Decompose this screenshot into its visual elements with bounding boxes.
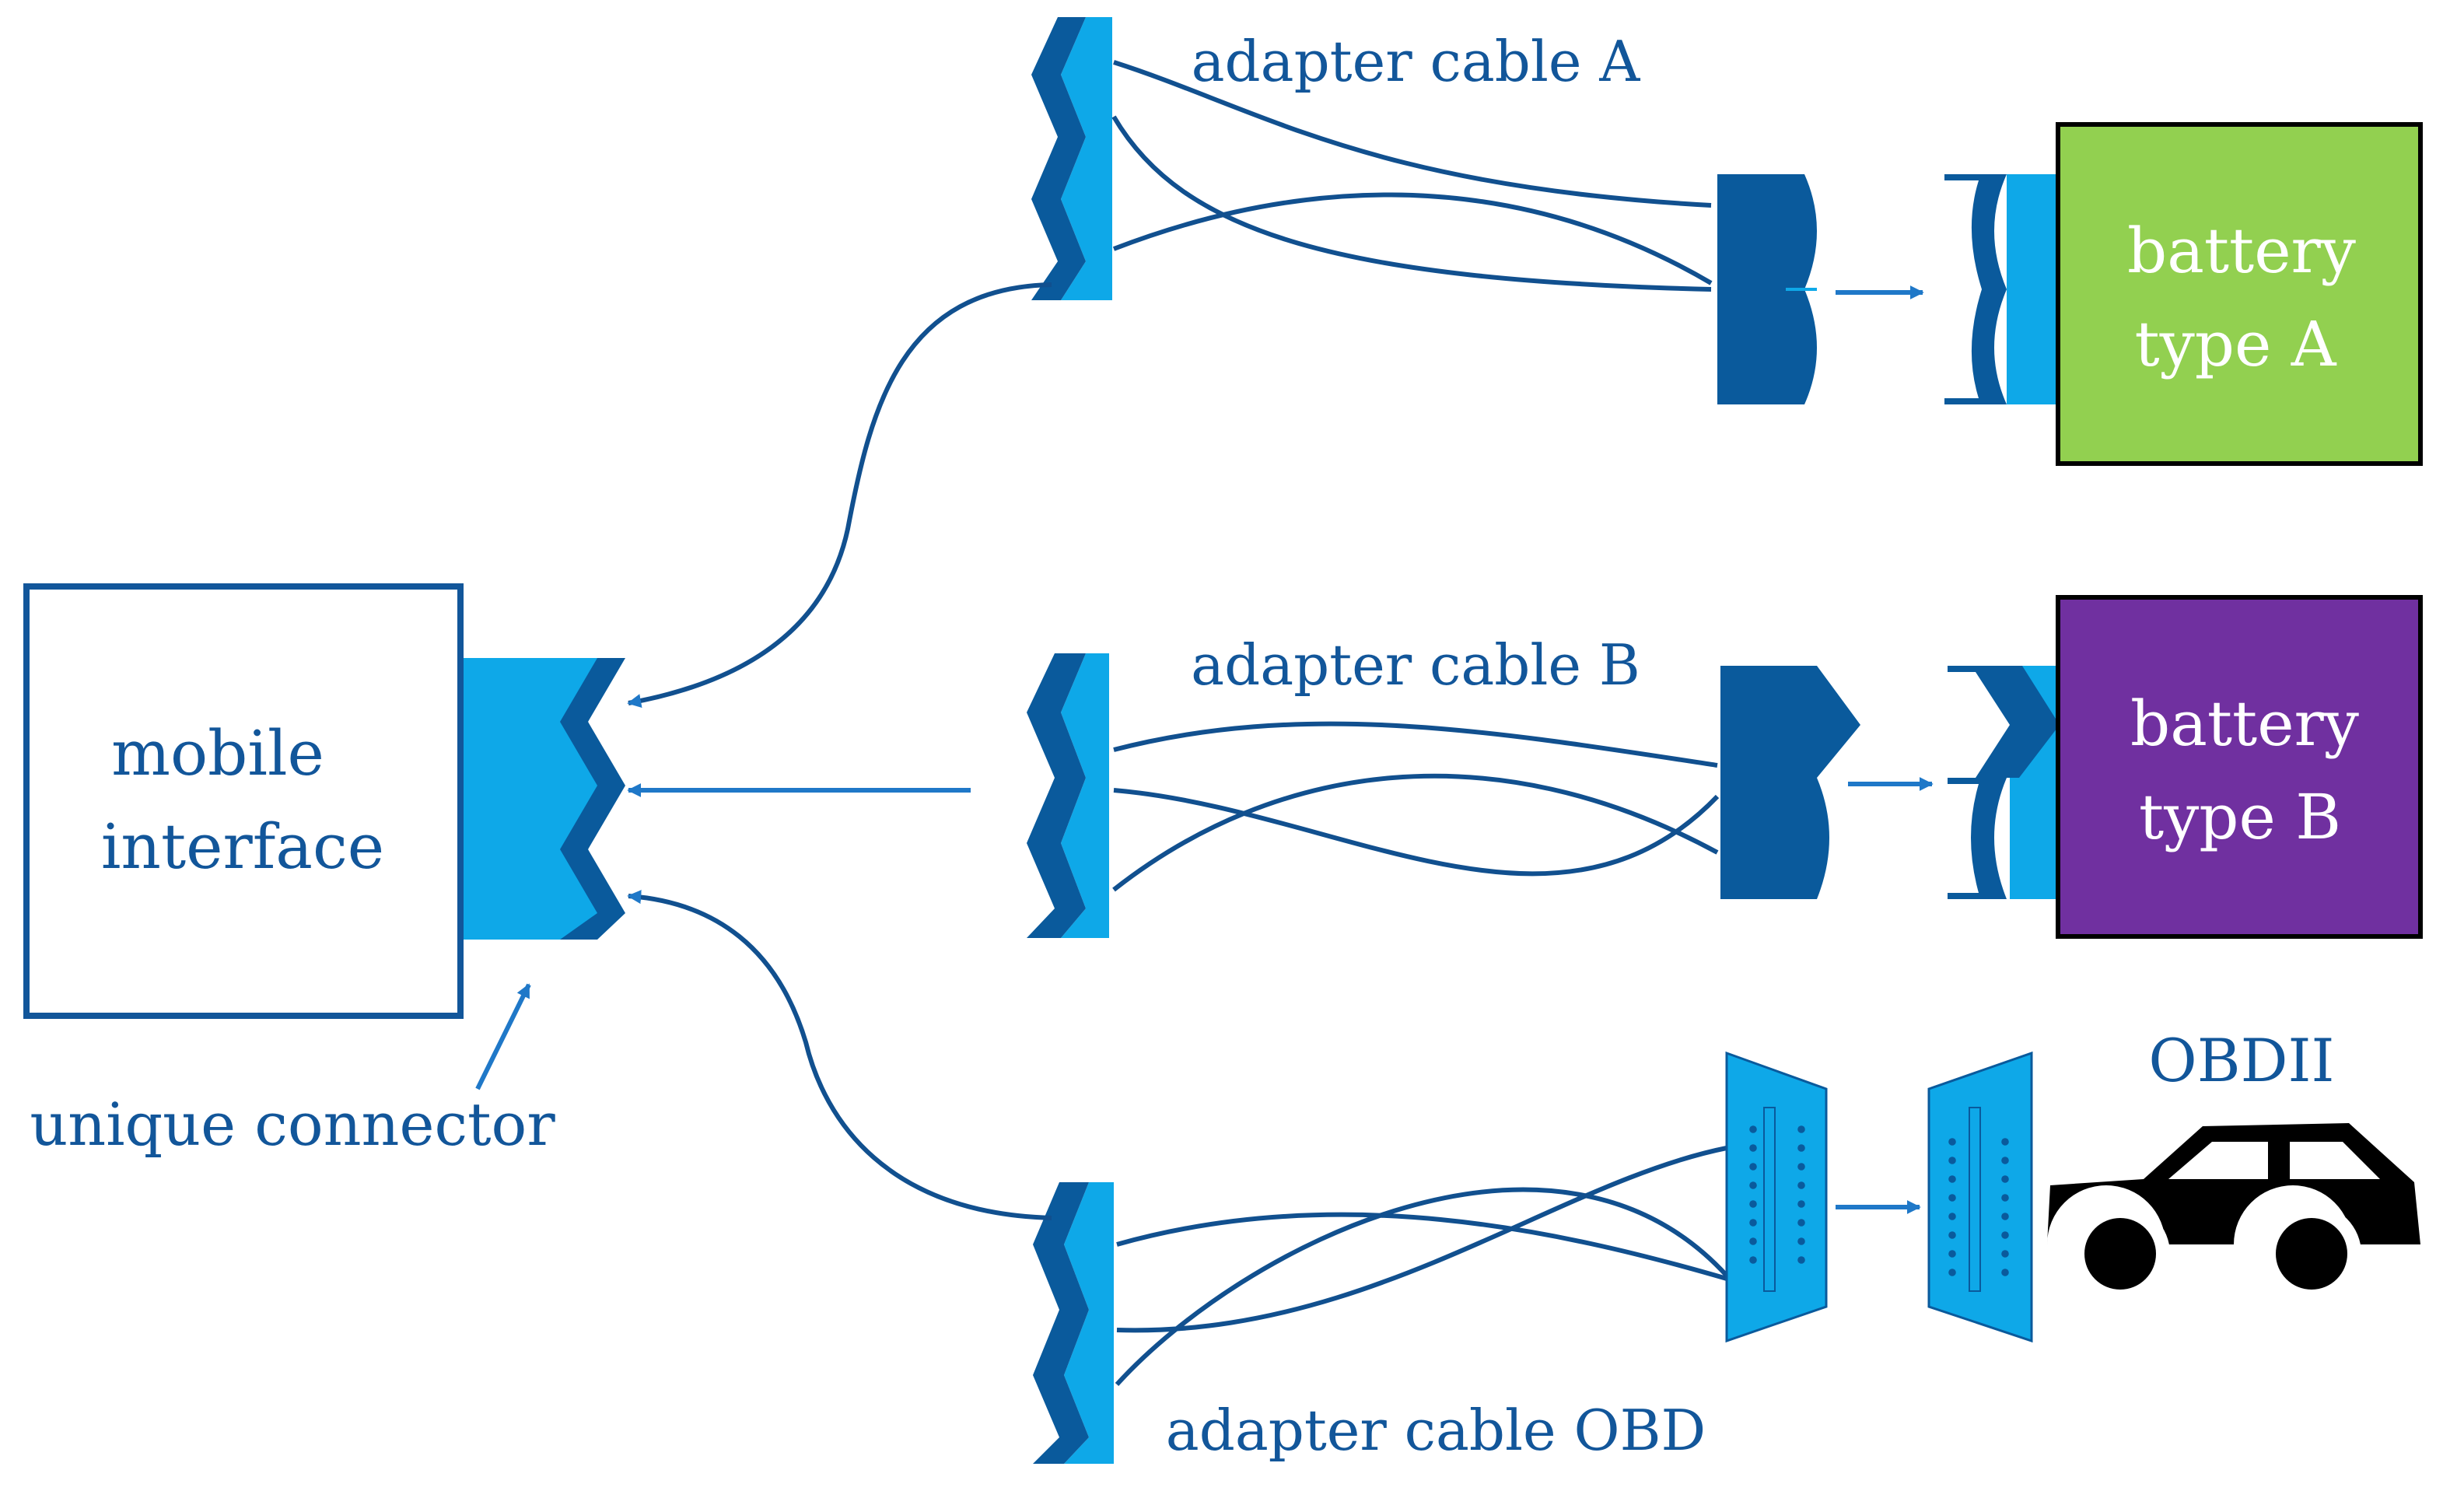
adapter-cable-obd-label: adapter cable OBD <box>1166 1398 1706 1463</box>
unique-connector-label: unique connector <box>30 1090 555 1159</box>
battery-b-label-line1: battery <box>2130 688 2359 760</box>
unique-connector-pointer <box>475 983 531 1090</box>
adapter-b-wires <box>1112 721 1720 892</box>
battery-b-label-line2: type B <box>2139 781 2341 853</box>
adapter-cable-b-label: adapter cable B <box>1191 632 1640 698</box>
mobile-interface-label-line1: mobile <box>111 717 324 789</box>
obdii-label: OBDII <box>2148 1026 2334 1095</box>
battery-b-connector <box>1948 666 2060 899</box>
adapter-b-tail-connector <box>1720 666 1860 899</box>
adapter-b-head-connector <box>1027 653 1109 938</box>
adapter-a-tail-connector <box>1717 174 1817 404</box>
curve-cable-obd-to-unique-connector <box>627 890 1052 1220</box>
curve-cable-a-to-unique-connector <box>627 282 1052 708</box>
car-icon <box>2047 1123 2420 1304</box>
adapter-a-wires <box>1111 60 1713 292</box>
adapter-obd-wires <box>1115 1146 1729 1387</box>
battery-type-b-box <box>2056 595 2423 939</box>
mobile-interface-box <box>23 583 464 1019</box>
battery-a-connector <box>1944 174 2060 404</box>
battery-a-label-line2: type A <box>2134 308 2336 380</box>
car-obd-port-connector <box>1927 1051 2033 1343</box>
obd-cable-connector <box>1725 1051 1828 1343</box>
battery-type-a-box <box>2056 122 2423 466</box>
battery-a-label-line1: battery <box>2127 215 2356 287</box>
adapter-cable-a-label: adapter cable A <box>1192 29 1641 94</box>
adapter-obd-head-connector <box>1033 1182 1114 1464</box>
adapter-a-head-connector <box>1031 17 1112 300</box>
unique-connector <box>464 658 625 940</box>
mobile-interface-label-line2: interface <box>101 810 384 883</box>
